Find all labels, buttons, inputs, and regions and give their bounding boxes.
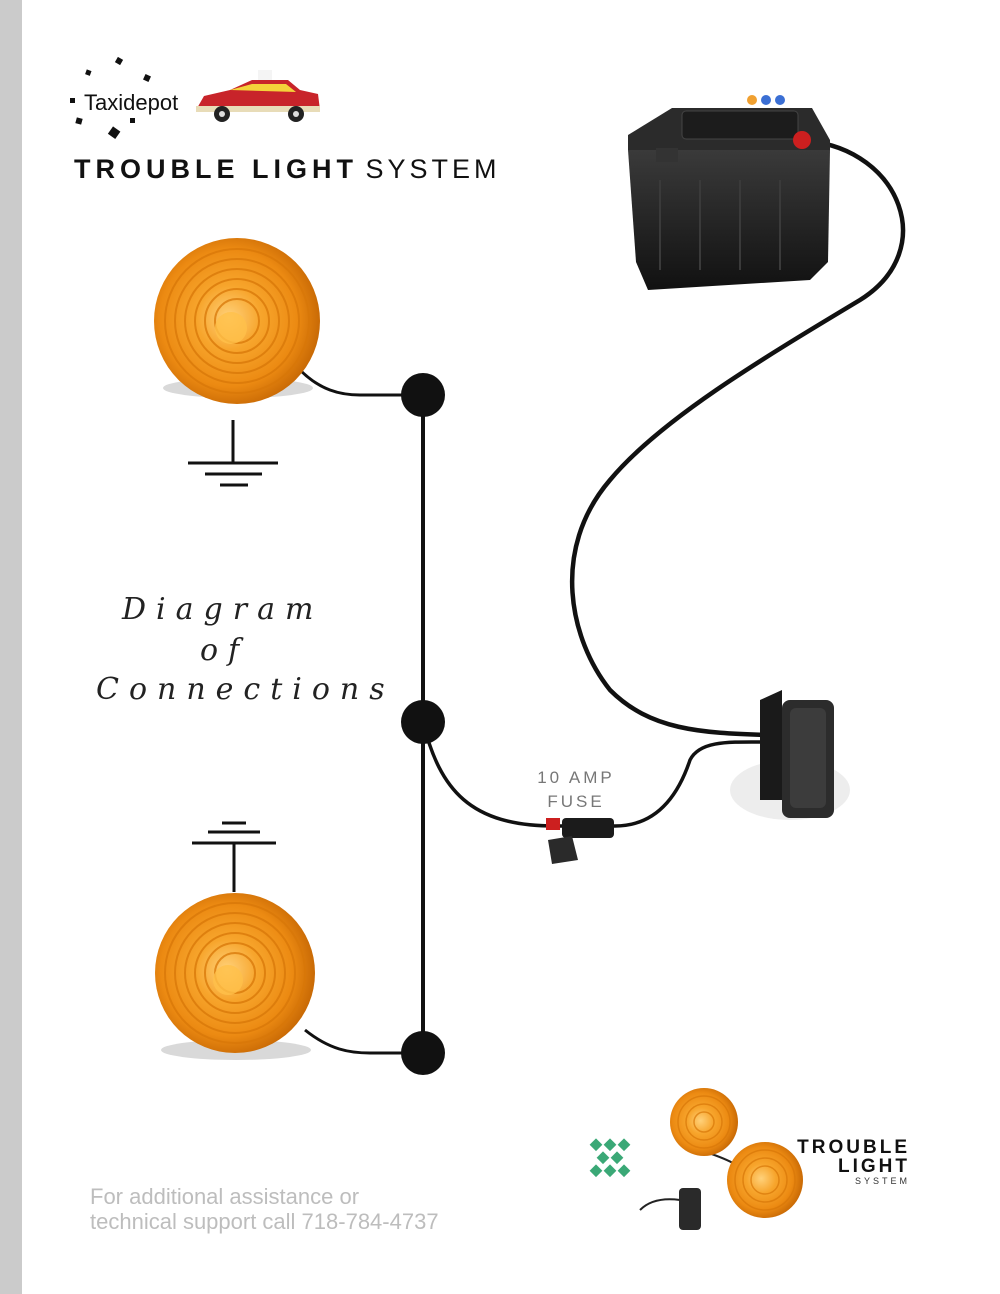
rocker-switch [730,690,850,820]
junction-node-bottom [401,1031,445,1075]
bottom-amber-lamp [155,893,315,1060]
caption-line-diagram: Diagram [122,592,324,627]
page-title: TROUBLE LIGHT SYSTEM [74,154,501,185]
brand-line-light: LIGHT [838,1156,910,1177]
brand-product-image [639,1088,803,1230]
junction-node-middle [401,700,445,744]
brand-line-system: SYSTEM [854,1176,910,1186]
car-battery [628,95,830,290]
left-margin-strip [0,0,22,1294]
fuse-wire [421,721,769,828]
support-text: For additional assistance or technical s… [90,1184,439,1234]
logo-dots [70,56,151,139]
caption-line-connections: Connections [96,672,395,707]
ground-symbol-top [188,420,278,487]
brand-line-trouble: TROUBLE [797,1137,910,1158]
fuse-holder [546,818,614,864]
title-light: SYSTEM [365,154,501,184]
support-line-2: technical support call 718-784-4737 [90,1209,439,1234]
brand-badge: TROUBLE LIGHT SYSTEM [786,1138,910,1186]
caption-line-of: of [200,633,250,668]
top-lamp-wire [298,368,423,397]
top-amber-lamp [154,238,320,404]
support-line-1: For additional assistance or [90,1184,360,1209]
taxi-car-image [196,70,320,122]
brand-diamond-grid [589,1138,631,1178]
junction-node-top [401,373,445,417]
bottom-lamp-wire [304,1028,423,1055]
fuse-label-fuse: FUSE [547,792,605,811]
taxidepot-logo [70,56,320,139]
ground-symbol-bottom [192,821,276,892]
battery-cable [569,138,906,738]
title-bold: TROUBLE LIGHT [74,154,358,184]
fuse-label-amp: 10 AMP [537,768,615,787]
logo-wordmark: Taxidepot [84,90,179,115]
